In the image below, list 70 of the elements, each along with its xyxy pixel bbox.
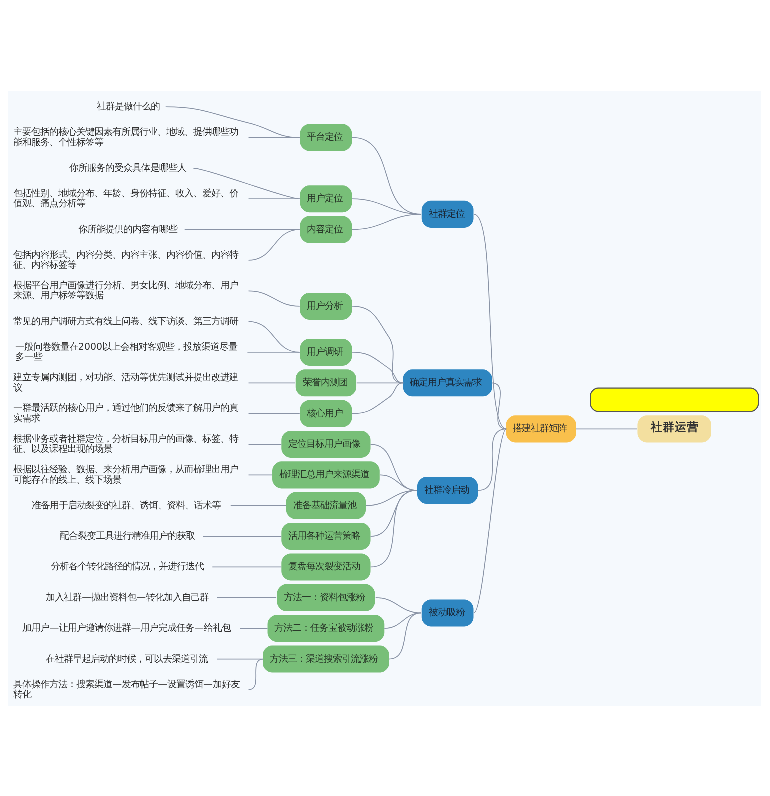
connector: [248, 412, 300, 414]
node-text: 具体操作方法：搜索渠道—发布帖子—设置诱饵—加好友转化: [14, 678, 240, 700]
node-text: 一般问卷数量在2000以上会相对客观些，投放渠道尽量多一些: [15, 341, 238, 363]
connector: [248, 382, 296, 384]
connector: [352, 306, 404, 384]
connector: [212, 566, 282, 568]
node-text: 根据以往经验、数据、来分析用户画像，从而梳理出用户可能存在的线上、线下场景: [14, 464, 239, 486]
node-text: 你所服务的受众具体是哪些人: [69, 162, 186, 174]
node-box: 准备基础流量池: [286, 492, 366, 519]
node-text: 配合裂变工具进行精准用户的获取: [60, 530, 195, 542]
connector: [352, 352, 404, 384]
connector: [248, 474, 273, 476]
node-box: 活用各种运营策略: [282, 522, 371, 550]
node-text: 社群是做什么的: [97, 101, 160, 112]
node-text: 在社群早起启动的时候，可以去渠道引流: [46, 653, 208, 664]
connector: [388, 612, 422, 660]
connector: [248, 320, 300, 352]
node-text: 包括性别、地域分布、年龄、身份特征、收入、爱好、价值观、痛点分析等: [14, 188, 239, 210]
connector: [165, 106, 300, 138]
node-text: 建立专属内测团，对功能、活动等优先测试并提出改进建议: [14, 372, 239, 394]
connector: [370, 490, 418, 568]
node-box: 社群冷启动: [418, 476, 478, 504]
node-text: 加入社群—抛出资料包—转化加入自己群: [46, 592, 210, 603]
node-text: 一群最活跃的核心用户，通过他们的反馈来了解用户的真实需求: [14, 402, 239, 424]
connector: [240, 628, 268, 629]
node-text: 常见的用户调研方式有线上问卷、线下访谈、第三方调研: [14, 316, 239, 327]
node-box: 梳理汇总用户来源渠道: [272, 461, 380, 488]
node-box: 搭建社群矩阵: [506, 415, 576, 442]
connector: [248, 136, 300, 138]
node-text: 你所能提供的内容有哪些: [78, 224, 178, 235]
connector: [474, 214, 508, 430]
node-box: 被动吸粉: [422, 599, 474, 626]
connector: [492, 382, 508, 430]
node-text: 包括内容形式、内容分类、内容主张、内容价值、内容特征、内容标签等: [14, 249, 239, 271]
connector: [375, 596, 422, 614]
node-box: 用户调研: [300, 338, 352, 366]
node-text: 根据平台用户画像进行分析、男女比例、地域分布、用户来源、用户标签等数据: [14, 280, 239, 302]
node-box: 内容定位: [300, 216, 352, 243]
connector: [356, 382, 404, 384]
connector: [352, 214, 422, 230]
connector: [478, 428, 508, 490]
node-box: 方法二：任务宝被动涨粉: [268, 614, 385, 642]
connector: [248, 228, 300, 260]
node-box: [590, 387, 760, 412]
node-box: 荣誉内测团: [296, 369, 357, 396]
node-box: 方法三：渠道搜索引流涨粉: [263, 645, 390, 672]
node-box: 用户分析: [300, 292, 352, 320]
node-box: 平台定位: [300, 124, 352, 151]
connector: [576, 428, 638, 430]
connector: [474, 428, 508, 614]
node-box: 确定用户真实需求: [403, 369, 492, 396]
connector: [248, 198, 300, 200]
connector: [230, 504, 286, 506]
connector: [248, 290, 300, 306]
node-box: 定位目标用户画像: [282, 430, 371, 458]
node-text: 主要包括的核心关键因素有所属行业、地域、提供哪些功能和服务、个性标签等: [14, 126, 239, 148]
node-box: 复盘每次裂变活动: [282, 553, 371, 580]
node-box: 用户定位: [300, 185, 352, 212]
connector: [352, 382, 404, 414]
connector: [248, 658, 264, 690]
node-text: 加用户—让用户邀请你进群—用户完成任务—给礼包: [22, 622, 232, 634]
node-box: 社群定位: [422, 200, 474, 228]
node-box: 核心用户: [300, 400, 352, 427]
node-text: 根据业务或者社群定位，分析目标用户的画像、标签、特征、以及课程出现的场景: [14, 433, 239, 455]
node-text: 分析各个转化路径的情况，并进行迭代: [50, 561, 204, 572]
node-box: 社群运营: [638, 415, 712, 442]
node-box: 方法一：资料包涨粉: [277, 584, 376, 611]
node-text: 准备用于启动裂变的社群、诱饵、资料、话术等: [32, 500, 222, 511]
connector: [193, 167, 300, 200]
connector: [216, 596, 277, 598]
